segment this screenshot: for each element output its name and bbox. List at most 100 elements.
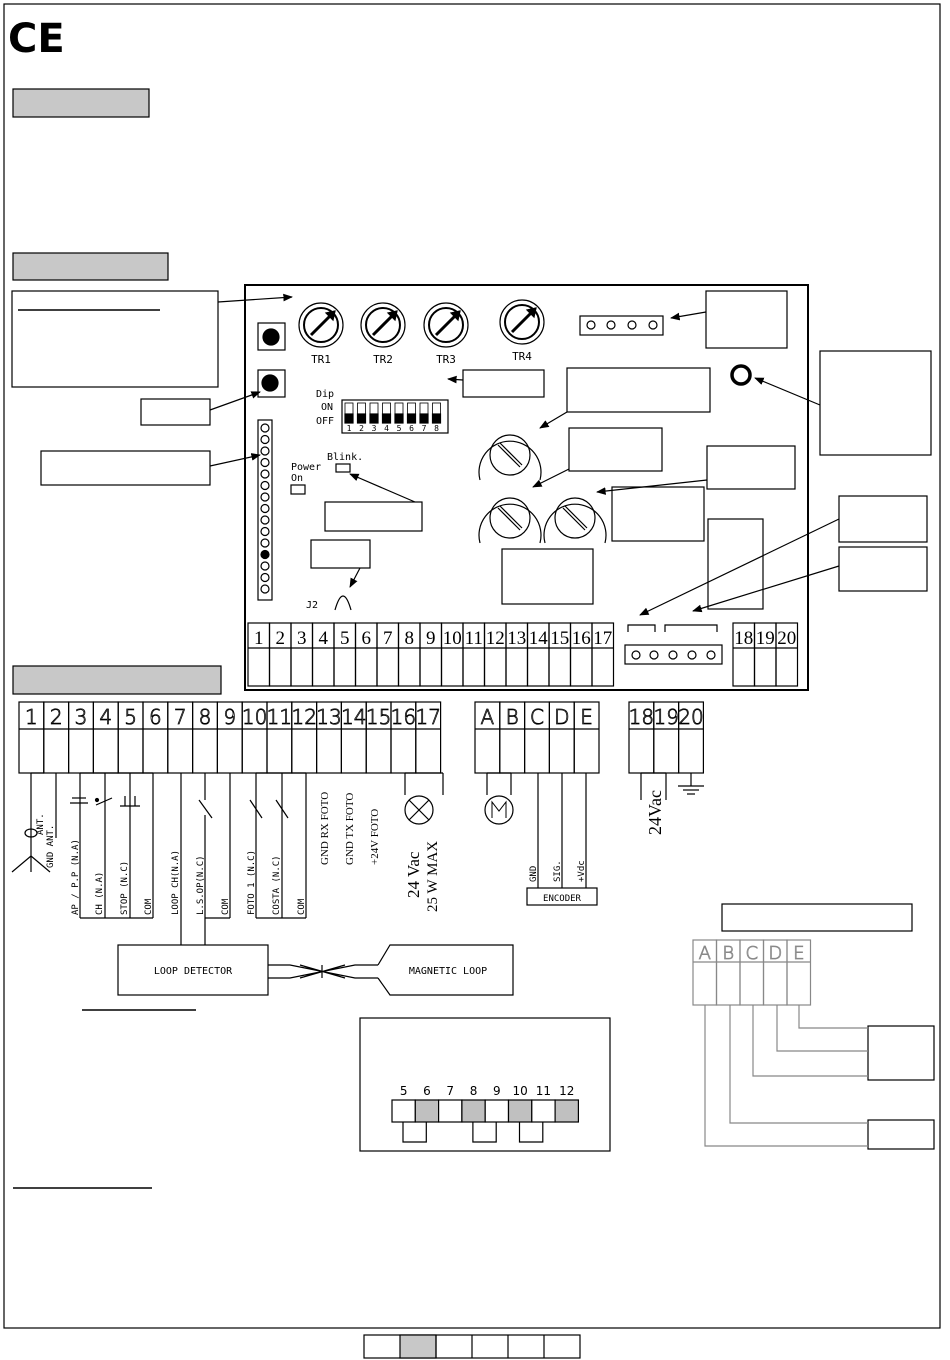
button-dot-2	[261, 374, 279, 392]
wire-label-enc_vdc: +Vdc	[577, 860, 587, 882]
dip-switch-lever	[431, 413, 442, 424]
jumper-pin	[391, 1099, 416, 1123]
jumper-bridge	[518, 1122, 544, 1143]
wire-label-ant: ANT.	[36, 813, 46, 835]
led	[260, 561, 270, 571]
board-terminal-number: 7	[383, 628, 393, 649]
loop-detector-box	[117, 944, 269, 996]
led	[260, 469, 270, 479]
encoder-side-letter: A	[699, 943, 711, 964]
jumper-pin-number: 6	[423, 1084, 431, 1098]
magnetic-loop-label: MAGNETIC LOOP	[409, 966, 487, 977]
wire-label-ap_pp: AP / P.P (N.A)	[71, 839, 81, 915]
terminal-number: 10	[242, 705, 267, 729]
encoder-side-letter: D	[768, 943, 782, 964]
terminal-number: 1	[25, 705, 38, 729]
callout-ring	[819, 350, 932, 456]
board-terminal	[591, 622, 615, 687]
dip-switch-lever	[419, 413, 429, 424]
board-terminal-number: 4	[319, 628, 329, 649]
board-terminal-number: 11	[465, 628, 483, 649]
board-terminal-number: 6	[362, 628, 372, 649]
power-label: Power	[291, 462, 321, 473]
terminal-number: 4	[99, 705, 112, 729]
callout-conn-1	[838, 495, 928, 543]
encoder-side-letter: B	[722, 943, 734, 964]
jumper-panel	[359, 1017, 611, 1152]
wire-label-lamp_v: 24 Vac	[404, 851, 423, 898]
wire-label-gnd_rx: GND RX FOTO	[319, 792, 331, 865]
section-header-3	[12, 665, 222, 695]
led	[260, 538, 270, 548]
dip-switch-lever	[369, 413, 379, 424]
jumper-pin	[461, 1099, 486, 1123]
dip-switch-lever	[406, 413, 417, 424]
ring-terminal	[730, 364, 752, 386]
terminal-number: 17	[415, 705, 440, 729]
encoder-side-wires	[704, 1005, 868, 1147]
jumper-pin-number: 11	[536, 1084, 551, 1098]
dip-off-label: OFF	[316, 416, 334, 427]
trimmer-label: TR4	[512, 350, 532, 363]
encoder-device-box	[867, 1025, 935, 1081]
trimmer-label: TR2	[373, 353, 393, 366]
jumper-pin	[531, 1099, 556, 1123]
board-terminal-number: 8	[405, 628, 415, 649]
wire-label-stop: STOP (N.C)	[120, 861, 130, 915]
board-terminal-number: 17	[593, 628, 612, 649]
dip-switch-lever	[381, 413, 392, 424]
jumper-pin	[554, 1099, 579, 1123]
j2-jumper	[334, 595, 352, 611]
ce-mark: CE	[8, 16, 65, 62]
led	[260, 515, 270, 525]
dip-number: 7	[422, 424, 427, 433]
led	[260, 457, 270, 468]
jumper-pin	[484, 1099, 510, 1123]
wire-label-costa: COSTA (N.C)	[272, 855, 282, 915]
jumper-bridge	[402, 1122, 427, 1143]
page-frame	[3, 3, 941, 1329]
terminal-number: 14	[341, 705, 366, 729]
wire-label-ch: CH (N.A)	[95, 872, 105, 915]
dip-number: 8	[434, 424, 439, 433]
encoder-side-letter: E	[793, 943, 804, 964]
led	[260, 526, 270, 537]
wire-label-foto1: FOTO 1 (N.C)	[247, 850, 257, 915]
encoder-label: ENCODER	[543, 894, 582, 904]
board-terminal-number: 20	[777, 628, 796, 649]
trimmer-label: TR3	[436, 353, 456, 366]
encoder-side-letter: C	[745, 943, 758, 964]
j2-label: J2	[306, 600, 318, 611]
callout-button	[140, 398, 211, 426]
wire-label-gnd_tx: GND TX FOTO	[344, 793, 356, 865]
jumper-pin	[507, 1099, 533, 1123]
wire-label-gnd_ant: GND ANT.	[46, 825, 56, 868]
wiring-lines	[11, 772, 704, 945]
callout-conn-2	[838, 546, 928, 592]
dip-switch-lever	[344, 413, 354, 424]
dip-number: 6	[409, 424, 414, 433]
encoder-terminal-number: E	[580, 705, 593, 729]
dip-switch-lever	[356, 413, 367, 424]
blink-led	[335, 463, 351, 473]
dip-switch	[341, 399, 449, 434]
led	[260, 434, 270, 445]
trimmer-3	[423, 302, 469, 348]
jumper-pin-number: 10	[513, 1084, 528, 1098]
knob-3	[543, 503, 607, 544]
board-terminal-number: 15	[550, 628, 569, 649]
wire-label-loop_ch: LOOP CH(N.A)	[171, 850, 181, 915]
dip-switch-lever	[394, 413, 404, 424]
section-header-1	[12, 88, 150, 118]
terminal-number: 15	[366, 705, 391, 729]
board-terminal-number: 14	[529, 628, 549, 649]
board-terminal-number: 16	[572, 628, 591, 649]
dip-number: 3	[372, 424, 377, 433]
wire-label-v24_foto: +24V FOTO	[369, 809, 381, 865]
encoder-terminal-number: B	[506, 705, 519, 729]
dip-number: 1	[347, 424, 352, 433]
jumper-pin-number: 8	[470, 1084, 478, 1098]
